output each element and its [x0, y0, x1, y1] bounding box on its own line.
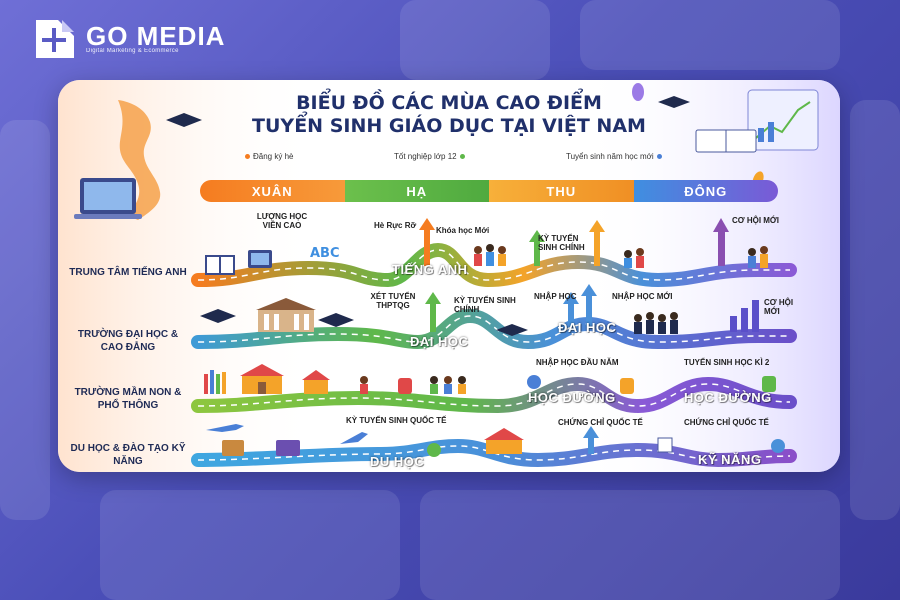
highlight-label: KỸ NĂNG: [698, 452, 762, 467]
suitcase-icon: [276, 440, 300, 456]
up-arrow-icon: [425, 292, 441, 304]
annotation: XÉT TUYỂN THPTQG: [370, 292, 416, 310]
up-arrow-icon: [529, 230, 545, 242]
certificate-icon: [657, 437, 673, 453]
up-arrow-icon: [419, 218, 435, 230]
up-arrow-icon: [563, 292, 579, 304]
bar-icon: [752, 300, 759, 332]
milestone: Tuyển sinh năm học mới: [566, 152, 665, 161]
annotation: KỲ TUYỂN SINH CHÍNH: [454, 296, 516, 314]
brand-name: GO MEDIA: [86, 21, 226, 51]
abc-blocks-icon: ABC: [310, 246, 340, 261]
season-dong: ĐÔNG: [633, 180, 778, 202]
highlight-label: HỌC ĐƯỜNG: [528, 390, 616, 405]
bg-tile: [580, 0, 840, 70]
season-bar: XUÂN HẠ THU ĐÔNG: [200, 180, 778, 202]
backpack-icon: [762, 376, 776, 392]
season-ha: HẠ: [344, 180, 489, 202]
milestone-label: Tuyển sinh năm học mới: [566, 152, 654, 161]
milestone-label: Tốt nghiệp lớp 12: [394, 152, 457, 161]
crayons-icon: [204, 370, 226, 394]
annotation: NHẬP HỌC ĐẦU NĂM: [536, 358, 619, 367]
annotation: KỲ TUYỂN SINH CHÍNH: [538, 234, 585, 252]
bg-tile: [0, 120, 50, 520]
season-thu: THU: [489, 180, 634, 202]
annotation: TUYỂN SINH HỌC KÌ 2: [684, 358, 770, 367]
ball-icon: [527, 375, 541, 389]
graduation-cap-icon: [318, 313, 354, 327]
season-xuan: XUÂN: [200, 180, 345, 202]
graduation-cap-icon: [496, 324, 528, 336]
highlight-label: DU HỌC: [370, 454, 425, 469]
bg-tile: [400, 0, 550, 80]
row-label-study-abroad: DU HỌC & ĐÀO TẠO KỸ NĂNG: [70, 443, 186, 467]
up-arrow-icon: [583, 426, 599, 438]
annotation: KỲ TUYỂN SINH QUỐC TẾ: [346, 416, 447, 425]
annotation: Khóa học Mới: [436, 226, 490, 235]
students-icon: [474, 244, 768, 268]
infographic-card: BIỂU ĐỒ CÁC MÙA CAO ĐIỂM TUYỂN SINH GIÁO…: [58, 80, 840, 472]
suitcase-icon: [222, 440, 244, 456]
page-title: BIỂU ĐỒ CÁC MÙA CAO ĐIỂM TUYỂN SINH GIÁO…: [58, 92, 840, 138]
graduation-cap-icon: [658, 96, 690, 108]
up-arrow-icon: [581, 284, 597, 296]
up-arrow-icon: [589, 220, 605, 232]
bg-tile: [850, 100, 900, 520]
logo-icon: [36, 20, 74, 58]
bar-icon: [730, 316, 737, 332]
annotation: CƠ HỘI MỚI: [732, 216, 779, 225]
school-building-icon: [240, 364, 284, 394]
milestone-label: Đăng ký hè: [253, 152, 294, 161]
backpack-icon: [620, 378, 634, 394]
airplane-icon: [206, 424, 244, 432]
bg-tile: [420, 490, 840, 600]
title-line-1: BIỂU ĐỒ CÁC MÙA CAO ĐIỂM: [296, 92, 602, 114]
bar-icon: [741, 308, 748, 332]
row-label-schools: TRƯỜNG MẦM NON & PHỔ THÔNG: [74, 387, 182, 411]
milestone: Tốt nghiệp lớp 12: [394, 152, 468, 161]
school-building-icon: [302, 370, 330, 394]
brand-logo: GO MEDIA Digital Marketing & Ecommerce: [32, 16, 225, 62]
backpack-icon: [398, 378, 412, 394]
up-arrow-icon: [713, 218, 729, 232]
airplane-icon: [340, 432, 368, 444]
annotation: CHỨNG CHỈ QUỐC TẾ: [684, 418, 769, 427]
graduation-cap-icon: [200, 309, 236, 323]
globe-icon: [427, 443, 441, 457]
highlight-label: HỌC ĐƯỜNG: [684, 390, 772, 405]
chart-board-icon: [747, 89, 819, 151]
highlight-label: ĐẠI HỌC: [410, 334, 469, 349]
row-label-university: TRƯỜNG ĐẠI HỌC & CAO ĐẲNG: [77, 329, 179, 353]
annotation: NHẬP HỌC: [534, 292, 577, 301]
bg-tile: [100, 490, 400, 600]
roads-layer: ABC: [191, 218, 797, 468]
university-building-icon: [256, 298, 316, 332]
annotation: CHỨNG CHỈ QUỐC TẾ: [558, 418, 643, 427]
graduates-icon: [634, 312, 678, 334]
children-icon: [360, 376, 466, 394]
annotation: Hè Rực Rỡ: [374, 221, 417, 230]
graduation-cap-icon: [166, 113, 202, 127]
map-icon: [118, 100, 161, 220]
globe-icon: [771, 439, 785, 453]
row-label-english-center: TRUNG TÂM TIẾNG ANH: [69, 267, 187, 278]
annotation: LƯỢNG HỌC VIÊN CAO: [256, 212, 308, 230]
school-building-icon: [484, 428, 524, 454]
annotation: NHẬP HỌC MỚI: [612, 292, 673, 301]
brand-tagline: Digital Marketing & Ecommerce: [86, 48, 179, 54]
highlight-label: TIẾNG ANH: [392, 262, 468, 277]
highlight-label: ĐẠI HỌC: [558, 320, 617, 335]
milestone: Đăng ký hè: [242, 152, 293, 161]
title-line-2: TUYỂN SINH GIÁO DỤC TẠI VIỆT NAM: [252, 115, 646, 137]
annotation: CƠ HỘI MỚI: [764, 298, 794, 316]
